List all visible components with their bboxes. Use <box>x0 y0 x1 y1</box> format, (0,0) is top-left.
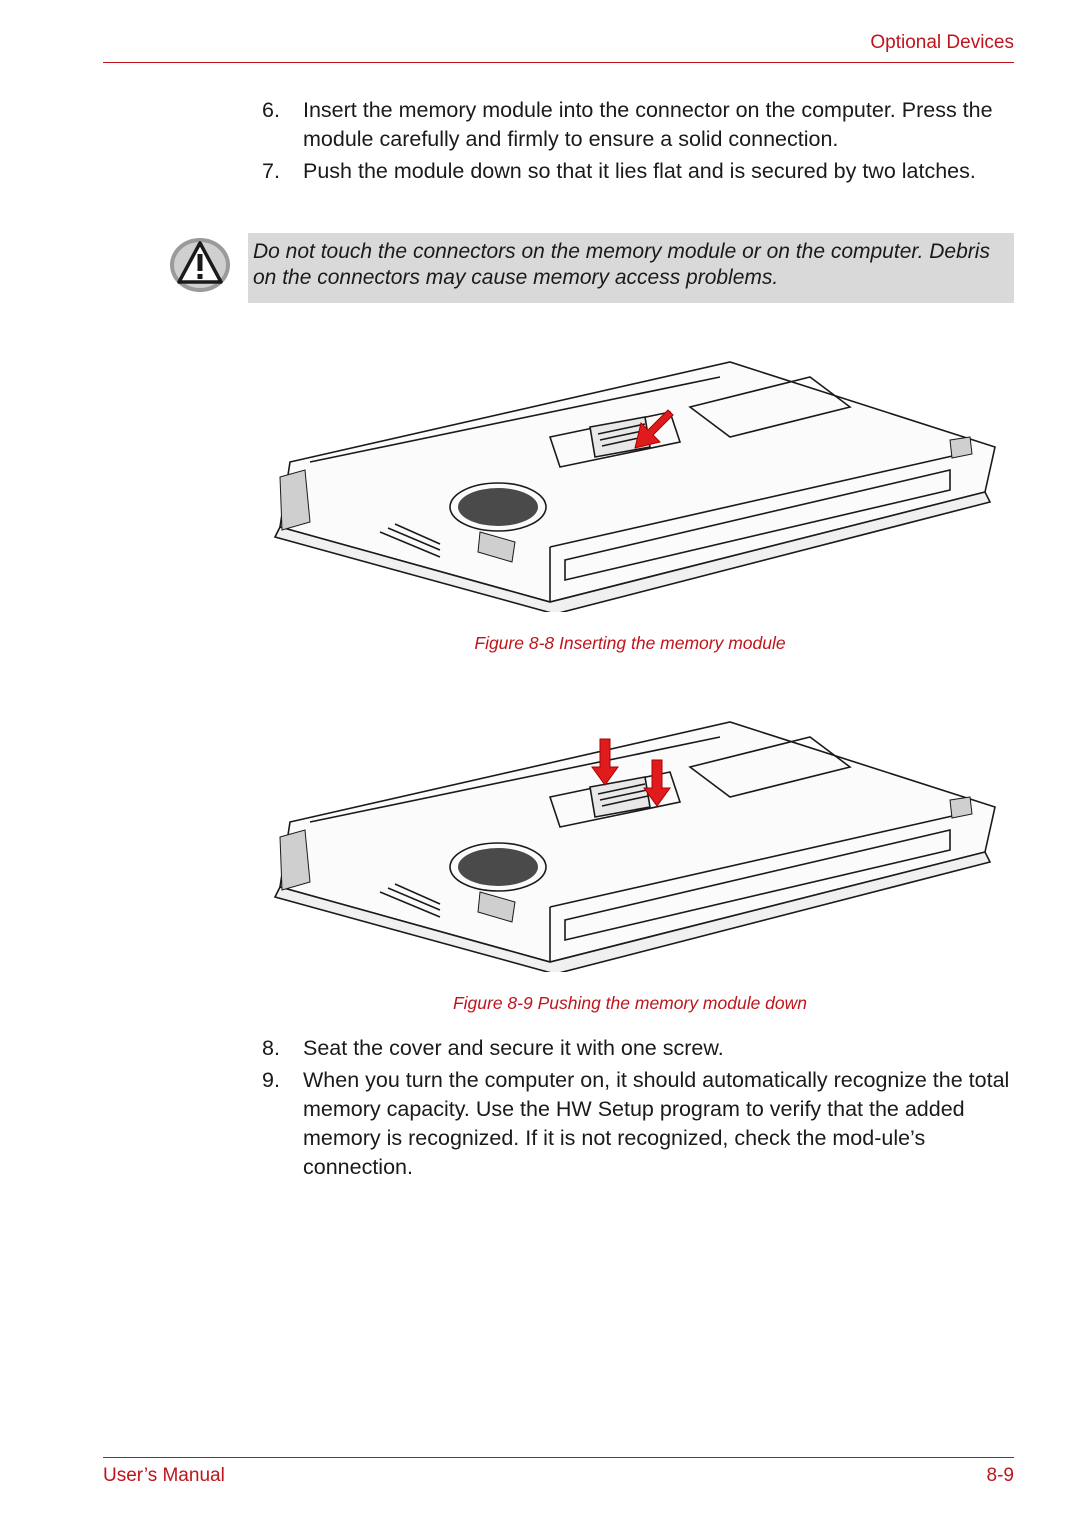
step-text: When you turn the computer on, it should… <box>303 1068 1010 1179</box>
laptop-illustration-insert <box>273 361 996 612</box>
footer-rule <box>103 1457 1014 1458</box>
running-header: Optional Devices <box>870 32 1014 53</box>
warning-text: Do not touch the connectors on the memor… <box>253 240 990 289</box>
laptop-illustration-push <box>273 721 996 972</box>
figure-caption: Figure 8-9 Pushing the memory module dow… <box>452 993 808 1013</box>
step-number: 8. <box>262 1036 280 1060</box>
warning-icon <box>170 238 230 292</box>
page-number: 8-9 <box>986 1465 1014 1486</box>
step-text: Insert the memory module into the connec… <box>303 98 993 151</box>
step-number: 7. <box>262 159 280 183</box>
step-text: Push the module down so that it lies fla… <box>303 159 976 183</box>
step-text: Seat the cover and secure it with one sc… <box>303 1036 724 1060</box>
warning-box: Do not touch the connectors on the memor… <box>248 233 1014 303</box>
header-rule <box>103 62 1014 63</box>
step-number: 9. <box>262 1068 280 1092</box>
figure-caption: Figure 8-8 Inserting the memory module <box>474 633 786 653</box>
step-number: 6. <box>262 98 280 122</box>
footer-manual-title: User’s Manual <box>103 1465 225 1486</box>
